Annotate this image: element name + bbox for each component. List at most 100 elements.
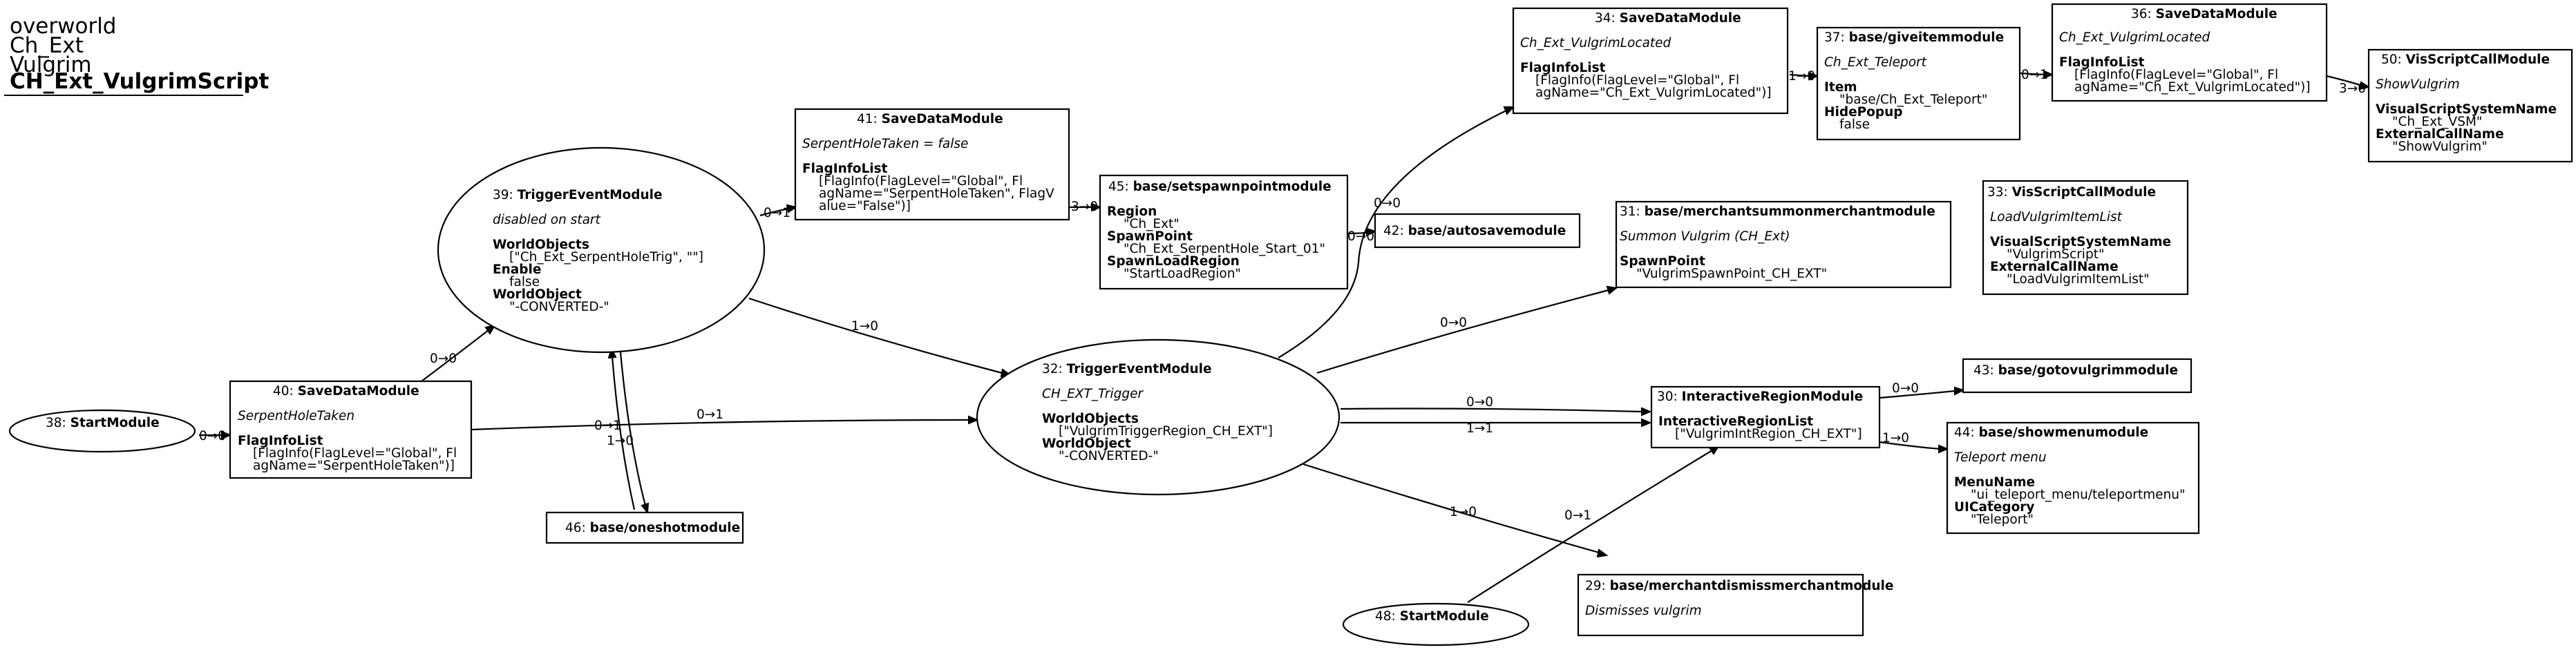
node-prop-value: ["VulgrimTriggerRegion_CH_EXT"] bbox=[1059, 424, 1273, 439]
node-prop-value: "base/Ch_Ext_Teleport" bbox=[1839, 93, 1987, 107]
edge-label: 0→1 bbox=[594, 419, 621, 433]
svg-text:42: base/autosavemodule: 42: base/autosavemodule bbox=[1383, 224, 1566, 238]
edge-label: 1→1 bbox=[1466, 421, 1493, 436]
node-40-savedata[interactable]: 40: SaveDataModule SerpentHoleTaken Flag… bbox=[229, 380, 473, 479]
node-prop-key: WorldObject bbox=[1042, 437, 1131, 451]
node-comment: Teleport menu bbox=[1954, 450, 2047, 465]
node-30-interactiveregion[interactable]: 30: InteractiveRegionModule InteractiveR… bbox=[1650, 385, 1881, 449]
node-type: SaveDataModule bbox=[2156, 7, 2277, 21]
edge-label: 0→0 bbox=[1466, 395, 1493, 410]
node-id: 39: bbox=[493, 188, 518, 202]
node-36-savedata[interactable]: 36: SaveDataModule Ch_Ext_VulgrimLocated… bbox=[2051, 3, 2328, 102]
node-prop-value: [FlagInfo(FlagLevel="Global", Fl bbox=[253, 446, 457, 461]
edge-label: 1→0 bbox=[1788, 69, 1815, 84]
node-44-showmenu[interactable]: 44: base/showmenumodule Teleport menu Me… bbox=[1946, 421, 2200, 535]
node-prop-value: agName="Ch_Ext_VulgrimLocated")] bbox=[2074, 80, 2311, 95]
edge-label: 0→0 bbox=[1347, 229, 1374, 244]
svg-text:39: TriggerEventModule: 39: TriggerEventModule bbox=[493, 188, 663, 202]
svg-text:41: SaveDataModule: 41: SaveDataModule bbox=[857, 112, 1003, 126]
node-id: 37: bbox=[1824, 30, 1849, 45]
edge-30-43[interactable]: 0→0 bbox=[1879, 381, 1965, 399]
svg-text:31: base/merchantsummonmerchan: 31: base/merchantsummonmerchantmodule bbox=[1620, 204, 1935, 219]
node-prop-value: ["Ch_Ext_SerpentHoleTrig", ""] bbox=[509, 250, 703, 265]
node-id: 38: bbox=[46, 416, 70, 430]
edge-45-42[interactable]: 0→0 bbox=[1347, 227, 1377, 244]
node-id: 36: bbox=[2131, 7, 2156, 21]
edge-39-41[interactable]: 0→1 bbox=[759, 204, 798, 220]
node-prop-value: "Ch_Ext_VSM" bbox=[2392, 115, 2482, 129]
node-37-giveitem[interactable]: 37: base/giveitemmodule Ch_Ext_Teleport … bbox=[1816, 26, 2021, 141]
svg-text:29: base/merchantdismissmercha: 29: base/merchantdismissmerchantmodule bbox=[1585, 579, 1893, 593]
node-48-start[interactable]: 48: StartModule bbox=[1342, 602, 1530, 646]
node-comment: SerpentHoleTaken bbox=[238, 409, 354, 423]
node-43-gotovulgrim[interactable]: 43: base/gotovulgrimmodule bbox=[1962, 358, 2193, 394]
node-prop-value: [FlagInfo(FlagLevel="Global", Fl bbox=[819, 174, 1023, 189]
node-prop-value: "VulgrimScript" bbox=[2007, 247, 2104, 262]
node-type: InteractiveRegionModule bbox=[1682, 390, 1864, 404]
edge-41-45[interactable]: 3→0 bbox=[1068, 200, 1102, 214]
node-prop-key: VisualScriptSystemName bbox=[1990, 235, 2171, 249]
node-41-savedata[interactable]: 41: SaveDataModule SerpentHoleTaken = fa… bbox=[794, 108, 1070, 221]
node-prop-value: alue="False")] bbox=[819, 199, 911, 213]
edge-39-32[interactable]: 1→0 bbox=[748, 297, 1012, 378]
node-46-oneshot[interactable]: 46: base/oneshotmodule bbox=[545, 511, 744, 544]
edge-label: 0→1 bbox=[764, 206, 790, 220]
edge-34-37[interactable]: 1→0 bbox=[1788, 69, 1819, 84]
edge-32-34[interactable]: 0→0 bbox=[1278, 106, 1515, 358]
svg-text:34: SaveDataModule: 34: SaveDataModule bbox=[1595, 11, 1741, 26]
edge-32-30-a[interactable]: 0→0 bbox=[1340, 395, 1652, 416]
edge-37-36[interactable]: 0→1 bbox=[2019, 68, 2054, 82]
node-50-visscriptcall[interactable]: 50: VisScriptCallModule ShowVulgrim Visu… bbox=[2367, 48, 2573, 163]
node-42-autosave[interactable]: 42: base/autosavemodule bbox=[1374, 213, 1581, 249]
svg-text:38: StartModule: 38: StartModule bbox=[46, 416, 160, 430]
node-prop-value: agName="SerpentHoleTaken", FlagV bbox=[819, 186, 1054, 201]
node-id: 42: bbox=[1383, 224, 1408, 238]
node-type: StartModule bbox=[1400, 609, 1489, 624]
svg-text:43: base/gotovulgrimmodule: 43: base/gotovulgrimmodule bbox=[1973, 363, 2178, 378]
node-id: 32: bbox=[1042, 362, 1067, 376]
edge-40-39[interactable]: 0→0 bbox=[421, 324, 497, 382]
node-prop-value: "Ch_Ext_SerpentHole_Start_01" bbox=[1124, 242, 1325, 256]
edge-36-50[interactable]: 3→0 bbox=[2326, 75, 2371, 96]
svg-text:46: base/oneshotmodule: 46: base/oneshotmodule bbox=[565, 521, 740, 535]
edge-39-46[interactable]: 0→1 bbox=[594, 352, 650, 515]
node-type: StartModule bbox=[70, 416, 160, 430]
edge-label: 3→0 bbox=[1071, 200, 1098, 214]
svg-text:37: base/giveitemmodule: 37: base/giveitemmodule bbox=[1824, 30, 2004, 45]
node-32-trigger[interactable]: 32: TriggerEventModule CH_EXT_Trigger Wo… bbox=[976, 338, 1341, 496]
node-38-start[interactable]: 38: StartModule bbox=[8, 409, 196, 453]
node-34-savedata[interactable]: 34: SaveDataModule Ch_Ext_VulgrimLocated… bbox=[1512, 7, 1789, 115]
edge-46-39[interactable]: 1→0 bbox=[607, 347, 636, 510]
node-45-setspawnpoint[interactable]: 45: base/setspawnpointmodule Region "Ch_… bbox=[1099, 174, 1349, 290]
edge-30-44[interactable]: 1→0 bbox=[1879, 431, 1949, 454]
edge-40-32[interactable]: 0→1 bbox=[471, 408, 979, 431]
edge-38-40[interactable]: 0→0 bbox=[199, 429, 232, 443]
edge-32-30-b[interactable]: 1→1 bbox=[1341, 418, 1652, 436]
node-type: TriggerEventModule bbox=[1067, 362, 1212, 376]
node-type: TriggerEventModule bbox=[518, 188, 663, 202]
svg-text:45: base/setspawnpointmodule: 45: base/setspawnpointmodule bbox=[1108, 180, 1332, 194]
node-31-merchantsummon[interactable]: 31: base/merchantsummonmerchantmodule Su… bbox=[1615, 200, 1952, 289]
node-prop-value: "VulgrimSpawnPoint_CH_EXT" bbox=[1636, 267, 1827, 281]
node-type: SaveDataModule bbox=[298, 384, 419, 399]
node-prop-key: FlagInfoList bbox=[238, 434, 323, 448]
edge-32-29[interactable]: 1→0 bbox=[1303, 463, 1609, 558]
node-id: 45: bbox=[1108, 180, 1133, 194]
node-prop-key: UICategory bbox=[1954, 500, 2035, 515]
node-comment: Summon Vulgrim (CH_Ext) bbox=[1620, 229, 1790, 244]
node-prop-key: VisualScriptSystemName bbox=[2376, 102, 2557, 117]
svg-text:40: SaveDataModule: 40: SaveDataModule bbox=[273, 384, 419, 399]
edge-32-31[interactable]: 0→0 bbox=[1316, 285, 1618, 374]
node-prop-key: MenuName bbox=[1954, 475, 2035, 490]
node-29-merchantdismiss[interactable]: 29: base/merchantdismissmerchantmodule D… bbox=[1577, 573, 1893, 637]
node-39-trigger[interactable]: 39: TriggerEventModule disabled on start… bbox=[437, 146, 766, 354]
node-prop-value: [FlagInfo(FlagLevel="Global", Fl bbox=[2074, 68, 2278, 82]
node-prop-key: InteractiveRegionList bbox=[1658, 414, 1813, 429]
node-type: SaveDataModule bbox=[1620, 11, 1741, 26]
node-comment: Dismisses vulgrim bbox=[1585, 604, 1702, 618]
node-id: 46: bbox=[565, 521, 590, 535]
node-prop-value: "Teleport" bbox=[1971, 512, 2034, 527]
node-33-visscriptcall[interactable]: 33: VisScriptCallModule LoadVulgrimItemL… bbox=[1982, 180, 2189, 296]
svg-text:44: base/showmenumodule: 44: base/showmenumodule bbox=[1954, 425, 2148, 440]
